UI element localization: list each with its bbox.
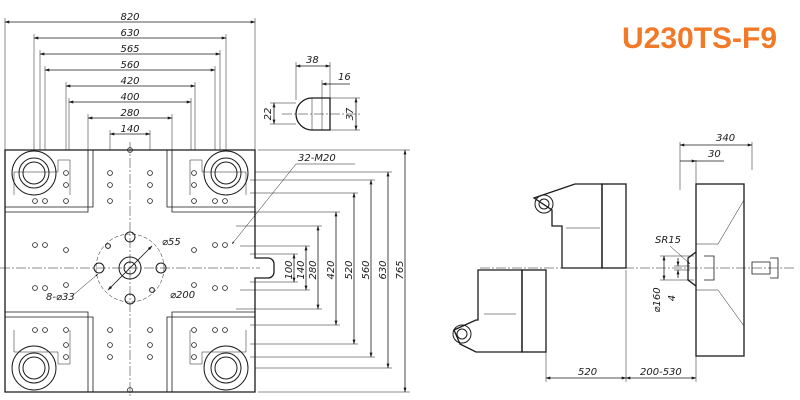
dim-820: 820	[120, 12, 139, 23]
sr15-label: SR15	[655, 235, 681, 246]
dia-55-label: ⌀55	[162, 237, 181, 248]
side-30: 30	[708, 149, 721, 160]
threaded-holes	[32, 147, 228, 393]
dim-765v: 765	[395, 260, 406, 279]
dim-100: 100	[284, 260, 295, 279]
platen-outline	[4, 149, 275, 393]
machine-side-view: 340 30 SR15 ⌀160 4 520 200-530	[452, 133, 795, 382]
dim-280: 280	[120, 108, 139, 119]
dim-420v: 420	[326, 260, 337, 279]
right-dimension-lines	[292, 149, 407, 393]
dim-140v: 140	[296, 260, 307, 279]
thread-label: 32-M20	[298, 153, 336, 164]
right-dimension-values: 100 140 280 420 520 560 630 765	[284, 260, 406, 279]
corner-recesses	[13, 159, 247, 365]
dim-565: 565	[120, 44, 139, 55]
dim-560v: 560	[361, 260, 372, 279]
platen-front-view: 820 630 565 560 420 400 280 140	[0, 12, 410, 396]
dia-200-label: ⌀200	[170, 290, 195, 301]
dim-280v: 280	[308, 260, 319, 279]
top-dimension-lines	[4, 20, 256, 136]
side-340: 340	[716, 133, 735, 144]
model-title: U230TS-F9	[622, 22, 777, 55]
holes-8x33-label: 8-⌀33	[46, 292, 75, 303]
t-slot-channels	[5, 150, 255, 392]
holes-leader	[71, 273, 99, 297]
dia-160-label: ⌀160	[652, 287, 663, 312]
top-dimension-values: 820 630 565 560 420 400 280 140	[120, 12, 139, 135]
dim-400: 400	[120, 92, 139, 103]
tie-bar-bores	[11, 150, 249, 391]
dim-630v: 630	[378, 260, 389, 279]
nozzle-37: 37	[345, 107, 356, 120]
nozzle-38: 38	[306, 55, 319, 66]
dim-520v: 520	[344, 260, 355, 279]
dim-420: 420	[120, 76, 139, 87]
side-520: 520	[578, 367, 597, 378]
right-extension-lines	[236, 149, 410, 393]
nozzle-16: 16	[338, 72, 351, 83]
dim-560: 560	[120, 60, 139, 71]
extension-lines	[4, 18, 256, 150]
nozzle-22: 22	[263, 108, 274, 121]
dim-630: 630	[120, 28, 139, 39]
thread-leader	[231, 163, 297, 245]
side-200-530: 200-530	[640, 367, 682, 378]
nozzle-detail: 38 16 22 37	[263, 55, 360, 131]
dim-140: 140	[120, 124, 139, 135]
dim-4-label: 4	[667, 295, 678, 301]
